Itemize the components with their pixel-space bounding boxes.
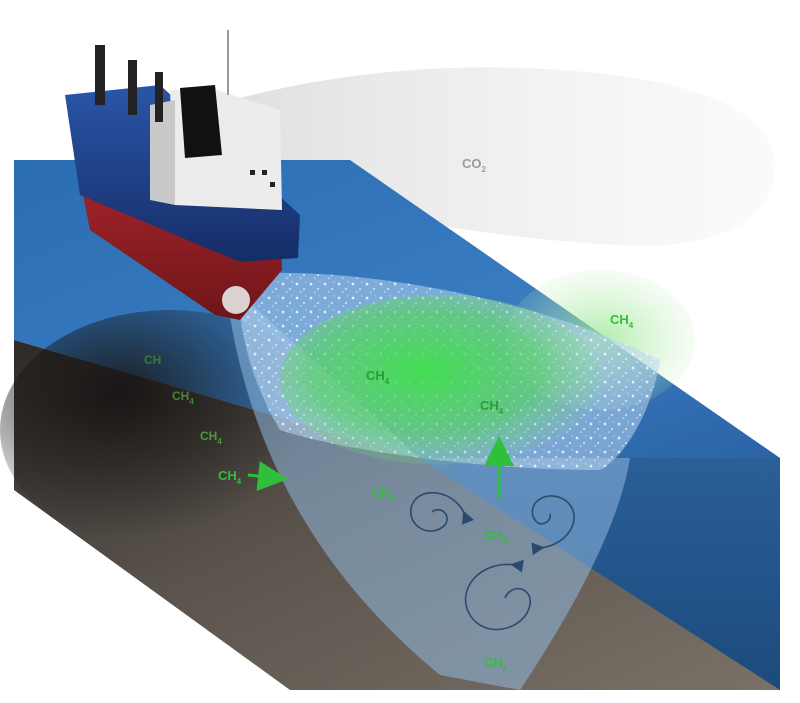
ch4-label-seafloor-3: CH4: [200, 429, 222, 446]
ch4-label-plume-lower: CH4: [480, 398, 504, 416]
turbulence-swirl-bottom: [464, 559, 531, 631]
methane-water-plume: [280, 295, 600, 465]
ch4-label-water-bottom: CH4: [484, 655, 508, 673]
ship-crane-2: [128, 60, 137, 115]
ch4-label-plume-center: CH4: [366, 368, 390, 386]
ch4-label-seafloor-2: CH4: [172, 389, 194, 406]
ch4-label-seafloor-1: CH: [144, 353, 161, 367]
ship-propeller: [222, 286, 250, 314]
ch4-label-seafloor-arrow: CH4: [218, 468, 242, 486]
co2-label: CO2: [462, 156, 487, 174]
ship-window: [250, 170, 255, 175]
ship: [65, 30, 300, 320]
ship-window: [262, 170, 267, 175]
turbulence-swirl-left: [410, 491, 474, 532]
turbulence-swirl-right: [531, 495, 575, 556]
ship-deckhouse-shadow: [150, 100, 175, 205]
ship-funnel: [180, 85, 222, 158]
seafloor-methane-arrow: [247, 461, 288, 491]
ship-crane-3: [155, 72, 163, 122]
ch4-label-water-left: CH4: [372, 486, 394, 503]
ship-window: [270, 182, 275, 187]
ch4-label-air: CH4: [610, 312, 634, 330]
ch4-label-water-center: CH4: [484, 528, 508, 546]
ship-crane-1: [95, 45, 105, 105]
